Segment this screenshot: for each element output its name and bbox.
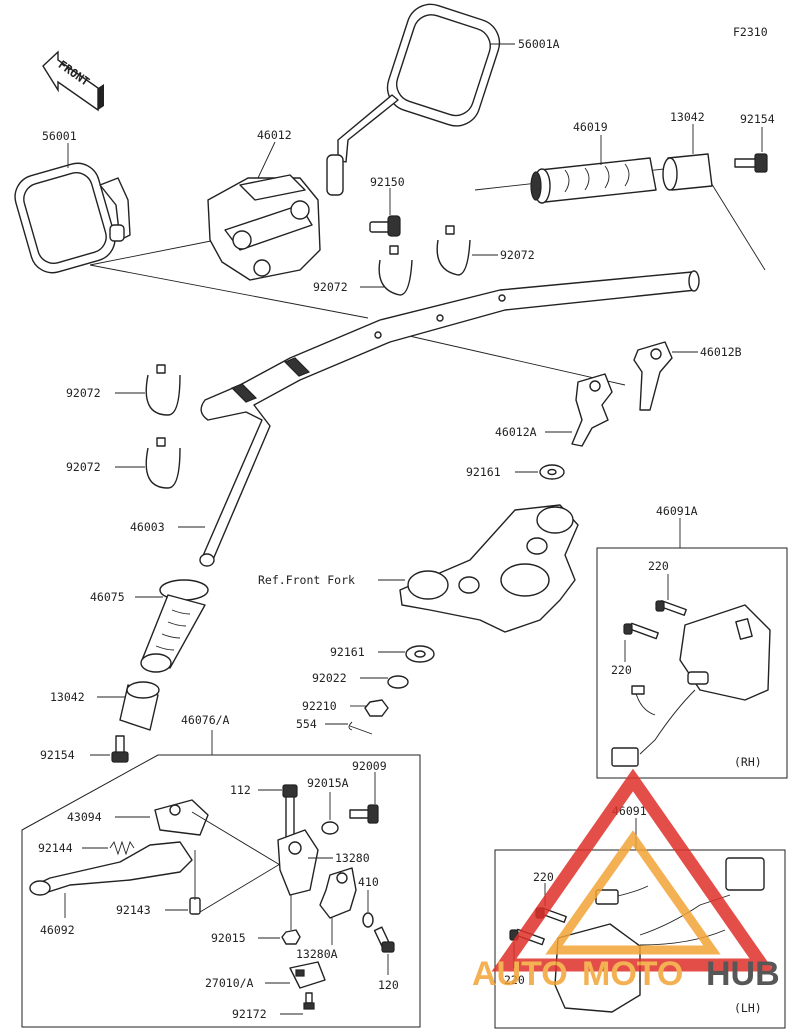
band-upper: 92072 92072	[313, 225, 535, 296]
screw-92150: 92150	[369, 175, 405, 237]
mirror-left: 56001	[14, 129, 131, 274]
part-label: 92154	[40, 748, 75, 762]
part-label: 112	[230, 783, 251, 797]
holder-46012a: 46012A	[495, 373, 613, 447]
part-label: 92072	[313, 280, 348, 294]
part-label: 220	[611, 663, 632, 677]
part-label: 92161	[330, 645, 365, 659]
holder-46012: 46012	[207, 128, 321, 281]
part-label: 92210	[302, 699, 337, 713]
washer-upper: 92161	[466, 464, 565, 480]
part-label: 13280	[335, 851, 370, 865]
watermark-logo: AUTO MOTO HUB	[472, 768, 780, 993]
part-label: 92022	[312, 671, 347, 685]
part-label: 92072	[66, 386, 101, 400]
part-label: 46092	[40, 923, 75, 937]
part-label: 410	[358, 875, 379, 889]
part-label: 92161	[466, 465, 501, 479]
part-label: 92144	[38, 841, 73, 855]
mirror-right: 56001A	[326, 3, 560, 196]
part-label: 220	[648, 559, 669, 573]
part-label: 46091A	[656, 504, 698, 518]
part-label: 92143	[116, 903, 151, 917]
bolt-right: 92154	[734, 112, 775, 173]
part-label: 120	[378, 978, 399, 992]
grip-right: 46019	[530, 120, 657, 204]
part-label: 13280A	[296, 947, 338, 961]
part-label: 220	[504, 973, 525, 987]
part-label: 92154	[740, 112, 775, 126]
part-label: 46076/A	[181, 713, 230, 727]
part-label: 27010/A	[205, 976, 254, 990]
grip-left: 46075	[90, 579, 209, 673]
part-label: 92015	[211, 931, 246, 945]
part-label: 46003	[130, 520, 165, 534]
part-label: 92072	[500, 248, 535, 262]
part-label: 92072	[66, 460, 101, 474]
lever-parts: 43094 92144 46092 92143 112 92015A 92009	[29, 759, 399, 1021]
part-label: 46012A	[495, 425, 537, 439]
lh-tag: (LH)	[734, 1001, 762, 1015]
top-bracket: Ref.Front Fork	[258, 504, 579, 633]
handlebar: 46003	[130, 270, 700, 567]
part-label: 92172	[232, 1007, 267, 1021]
part-label: 13042	[50, 690, 85, 704]
part-label: 56001	[42, 129, 77, 143]
part-label: 56001A	[518, 37, 560, 51]
bolt-left: 92154	[40, 735, 129, 763]
front-arrow-icon: FRONT	[42, 50, 104, 112]
switch-rh-box: 46091A 220 220 (RH)	[596, 504, 788, 779]
part-label: 46019	[573, 120, 608, 134]
watermark-auto: AUTO	[472, 955, 568, 993]
watermark-hub: HUB	[706, 955, 780, 993]
rh-tag: (RH)	[734, 755, 762, 769]
part-label: 92015A	[307, 776, 349, 790]
part-label: 43094	[67, 810, 102, 824]
part-label: 46075	[90, 590, 125, 604]
weight-left: 13042	[50, 681, 160, 731]
part-label: Ref.Front Fork	[258, 573, 355, 587]
part-label: 220	[533, 870, 554, 884]
lever-assembly-frame: 46076/A	[21, 713, 421, 1028]
weight-right: 13042	[662, 110, 713, 191]
part-label: 92009	[352, 759, 387, 773]
part-label: 46012B	[700, 345, 742, 359]
part-label: 46012	[257, 128, 292, 142]
watermark-moto: MOTO	[582, 955, 683, 993]
part-label: 554	[296, 717, 317, 731]
band-left: 92072 92072	[66, 364, 181, 489]
lower-fasteners: 92161 92022 92210 554	[296, 645, 435, 735]
part-label: 13042	[670, 110, 705, 124]
part-label: 92150	[370, 175, 405, 189]
figure-code: F2310	[733, 25, 768, 39]
holder-46012b: 46012B	[633, 341, 742, 411]
